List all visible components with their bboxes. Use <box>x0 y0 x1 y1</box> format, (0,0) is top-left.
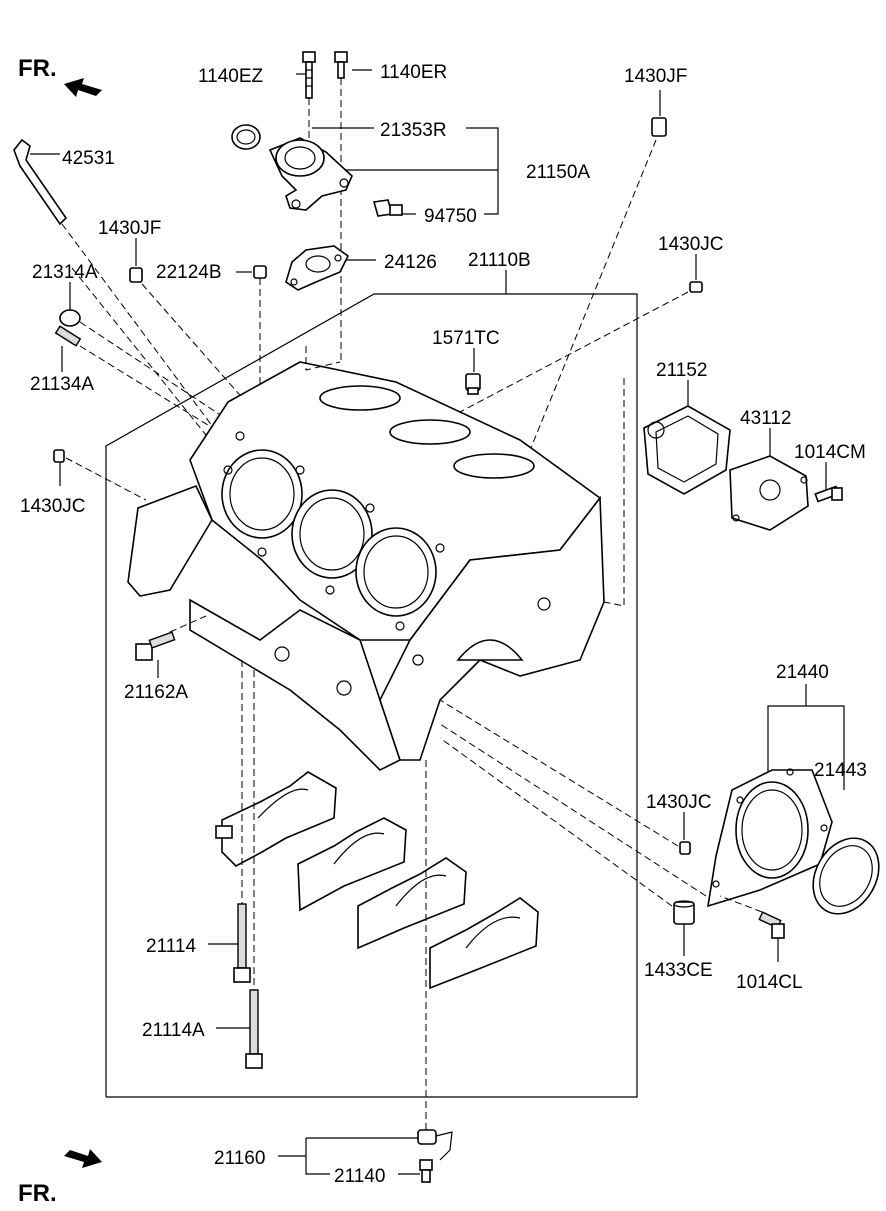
assembly-line-21440 <box>439 723 707 897</box>
assembly-line-21134A <box>79 345 217 431</box>
oil-seal-21443 <box>812 837 880 915</box>
gasket-24126 <box>285 245 350 291</box>
plug-21314A <box>59 309 81 327</box>
fr-arrow-top-icon <box>64 78 102 97</box>
label-1430JC-top: 1430JC <box>658 234 724 255</box>
label-1014CL: 1014CL <box>736 972 803 993</box>
label-94750: 94750 <box>424 206 477 227</box>
label-21314A: 21314A <box>32 262 98 283</box>
label-1430JC-right: 1430JC <box>646 792 712 813</box>
assembly-line-21314A-b <box>71 267 211 441</box>
label-21150A: 21150A <box>526 162 590 183</box>
label-21114A: 21114A <box>142 1020 205 1041</box>
label-24126: 24126 <box>384 252 437 273</box>
label-1430JC-left: 1430JC <box>20 496 86 517</box>
assembly-line-1430JF-left <box>141 283 247 403</box>
assembly-line-1430JF-top <box>521 139 657 471</box>
assembly-line-1433CE <box>439 737 673 907</box>
label-1014CM: 1014CM <box>794 442 866 463</box>
label-1140ER: 1140ER <box>380 62 447 83</box>
label-1140EZ: 1140EZ <box>198 66 264 87</box>
front-indicator-top: FR. <box>18 55 102 97</box>
dowel-1430JC-left <box>53 449 65 463</box>
label-21140: 21140 <box>334 1166 385 1187</box>
bolt-1014CL <box>758 911 785 939</box>
dowel-1430JC-right <box>679 841 691 855</box>
label-1571TC: 1571TC <box>432 328 500 349</box>
fr-arrow-bottom-icon <box>64 1149 102 1168</box>
bushing-1433CE <box>673 900 695 925</box>
label-43112: 43112 <box>740 408 791 429</box>
dipstick-guide-42531 <box>13 138 68 226</box>
label-42531: 42531 <box>62 148 115 169</box>
label-21152: 21152 <box>656 360 707 381</box>
cylinder-block-21110B <box>127 361 605 771</box>
assembly-line-1430JC-left <box>65 457 147 501</box>
bearing-cap-2 <box>297 817 407 912</box>
bolt-1140EZ <box>302 51 316 99</box>
bolt-21140 <box>419 1159 433 1183</box>
label-21162A: 21162A <box>124 682 188 703</box>
assembly-line-1014CL <box>719 895 763 913</box>
label-1430JF-left: 1430JF <box>98 218 161 239</box>
bracket-21353R-94750 <box>466 127 499 215</box>
bank-guide-line <box>305 346 341 371</box>
label-21114: 21114 <box>146 936 196 957</box>
label-21440: 21440 <box>776 662 829 683</box>
label-1433CE: 1433CE <box>644 960 713 981</box>
bearing-cap-1 <box>215 771 337 867</box>
label-21110B: 21110B <box>468 250 531 271</box>
bracket-21160-21140 <box>305 1138 330 1175</box>
assembly-line-1430JC-top <box>459 291 689 413</box>
label-21353R: 21353R <box>380 120 447 141</box>
label-22124B: 22124B <box>156 262 222 283</box>
oil-jet-21160 <box>417 1129 453 1161</box>
assembly-line-1430JC-right <box>439 699 679 847</box>
assembly-line-21314A <box>79 321 229 421</box>
front-indicator-bottom: FR. <box>18 1149 102 1207</box>
fr-label-top: FR. <box>18 55 57 82</box>
assembly-line-42531 <box>61 223 231 451</box>
bearing-cap-4 <box>429 897 539 990</box>
bolt-1140ER <box>334 51 348 79</box>
temperature-sensor-94750 <box>372 199 403 217</box>
dowel-22124B <box>253 265 267 279</box>
bolt-21114 <box>233 903 251 983</box>
label-1430JF-top: 1430JF <box>624 66 687 87</box>
bolt-21114A <box>245 989 263 1069</box>
o-ring-21353R <box>231 124 261 150</box>
bolt-21162A <box>135 631 176 661</box>
gasket-21152 <box>643 405 731 495</box>
cover-43112 <box>729 455 809 531</box>
dowel-pin-1430JF-top <box>651 117 667 137</box>
bolt-1014CM <box>814 485 843 503</box>
plug-1571TC <box>465 373 481 395</box>
label-21160: 21160 <box>214 1148 265 1169</box>
fr-label-bottom: FR. <box>18 1180 57 1207</box>
water-outlet-housing-21150A <box>268 137 353 211</box>
label-21134A: 21134A <box>30 374 94 395</box>
stud-21134A <box>54 325 82 347</box>
cover-guide-line <box>603 378 625 607</box>
dowel-1430JC-top <box>689 281 703 293</box>
assembly-line-21162A <box>169 615 207 633</box>
seal-carrier-21440 <box>707 768 833 908</box>
dowel-pin-1430JF-left <box>129 267 143 283</box>
bearing-cap-3 <box>357 857 467 950</box>
label-21443: 21443 <box>814 760 867 781</box>
